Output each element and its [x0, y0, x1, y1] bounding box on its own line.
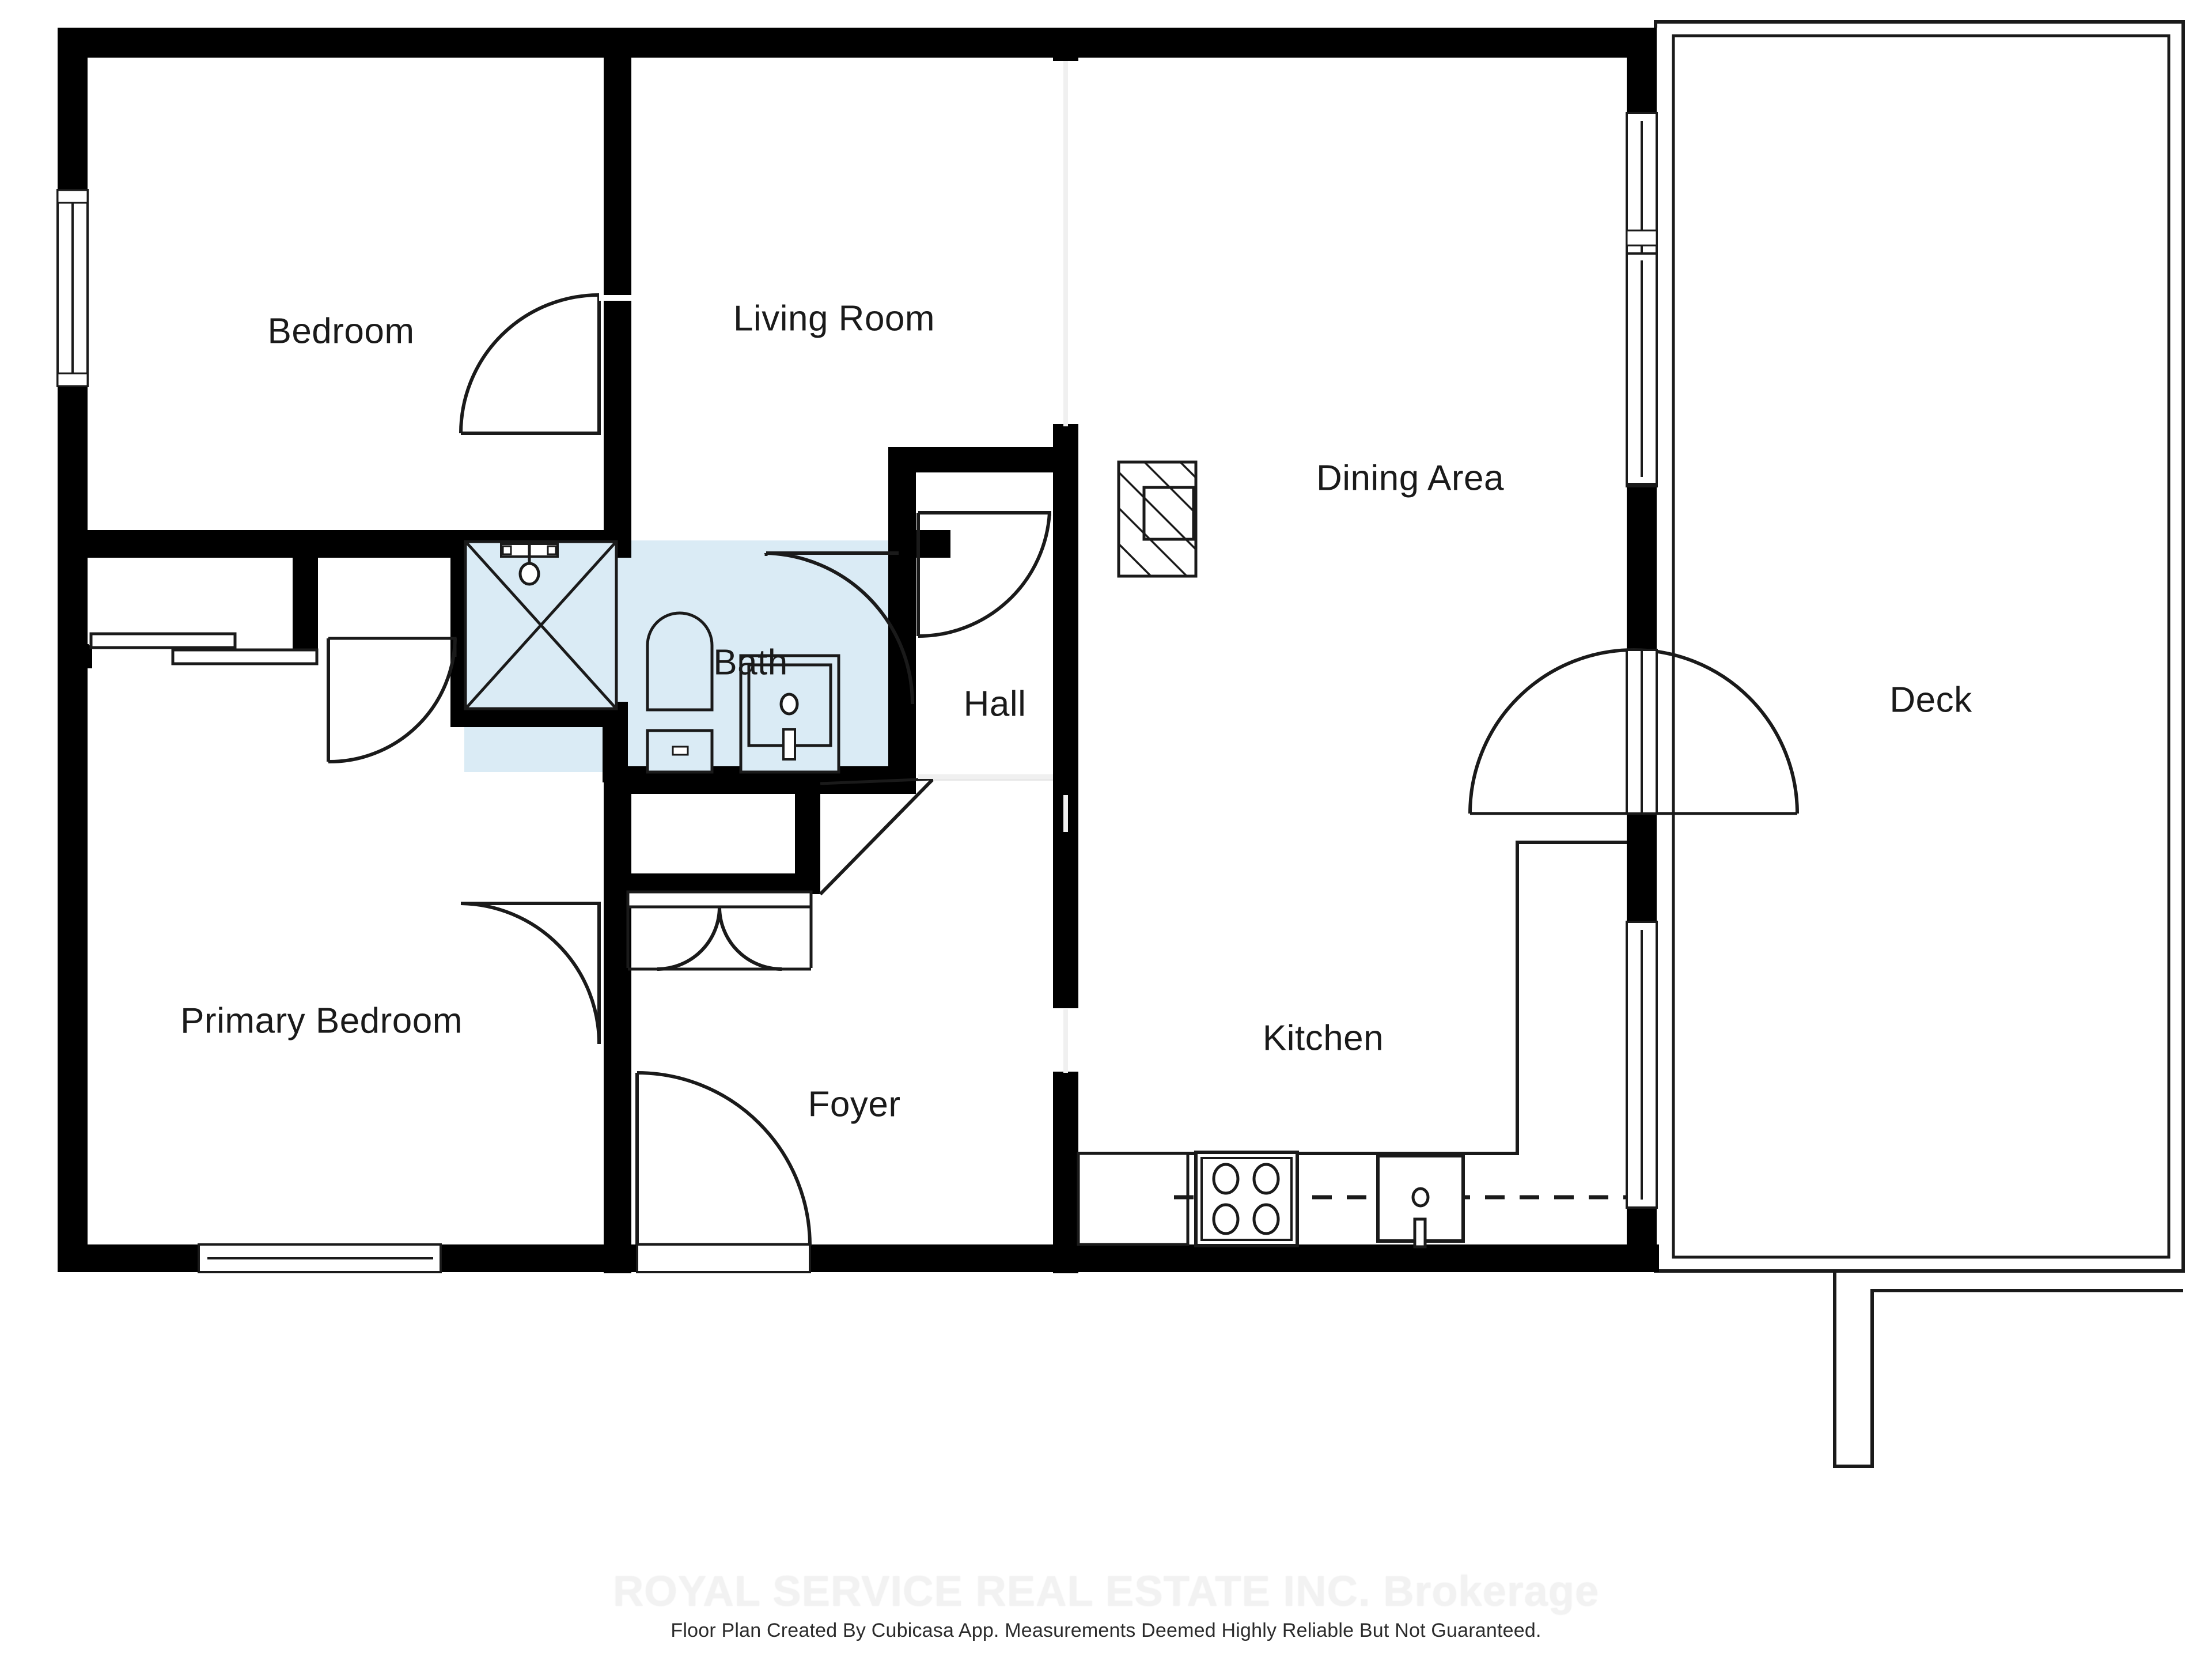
hall-door	[916, 511, 1051, 638]
room-label-deck: Deck	[1889, 680, 1972, 720]
room-label-living-room: Living Room	[733, 298, 935, 339]
fireplace-chimney	[1117, 460, 1198, 578]
footer: ROYAL SERVICE REAL ESTATE INC. Brokerage…	[0, 1569, 2212, 1642]
room-label-bath: Bath	[713, 642, 788, 683]
room-label-bedroom: Bedroom	[267, 311, 415, 351]
brokerage-watermark: ROYAL SERVICE REAL ESTATE INC. Brokerage	[612, 1567, 1600, 1616]
deck-outline	[1654, 20, 2185, 1273]
stove-4-burner	[1194, 1151, 1299, 1247]
room-label-kitchen: Kitchen	[1262, 1018, 1384, 1058]
foyer-closet-doors	[626, 890, 813, 971]
primary-closet-door	[327, 637, 457, 764]
shower-stall	[464, 540, 618, 710]
room-label-hall: Hall	[963, 684, 1027, 724]
primary-bedroom-door	[460, 902, 601, 1045]
room-divider-lines	[918, 61, 1068, 1073]
room-label-dining-area: Dining Area	[1316, 458, 1505, 498]
front-entry-door	[635, 1071, 812, 1273]
room-label-foyer: Foyer	[808, 1084, 901, 1125]
bedroom-window-west	[56, 189, 89, 387]
bedroom-door	[459, 293, 634, 435]
disclaimer-text: Floor Plan Created By Cubicasa App. Meas…	[671, 1620, 1541, 1641]
kitchen-window-east	[1626, 921, 1658, 1209]
room-label-primary-bedroom: Primary Bedroom	[180, 1001, 463, 1041]
primary-bedroom-window	[198, 1243, 442, 1273]
toilet	[646, 611, 714, 774]
kitchen-sink	[1376, 1154, 1465, 1249]
bath-door	[764, 551, 914, 705]
dining-window-east-lower	[1626, 252, 1658, 485]
deck-patio-double-door	[1468, 648, 1799, 815]
wall-details	[58, 574, 1078, 1272]
vanity-sink	[739, 654, 840, 774]
primary-closet-sliding	[89, 632, 319, 665]
deck-step	[1833, 1271, 2183, 1468]
